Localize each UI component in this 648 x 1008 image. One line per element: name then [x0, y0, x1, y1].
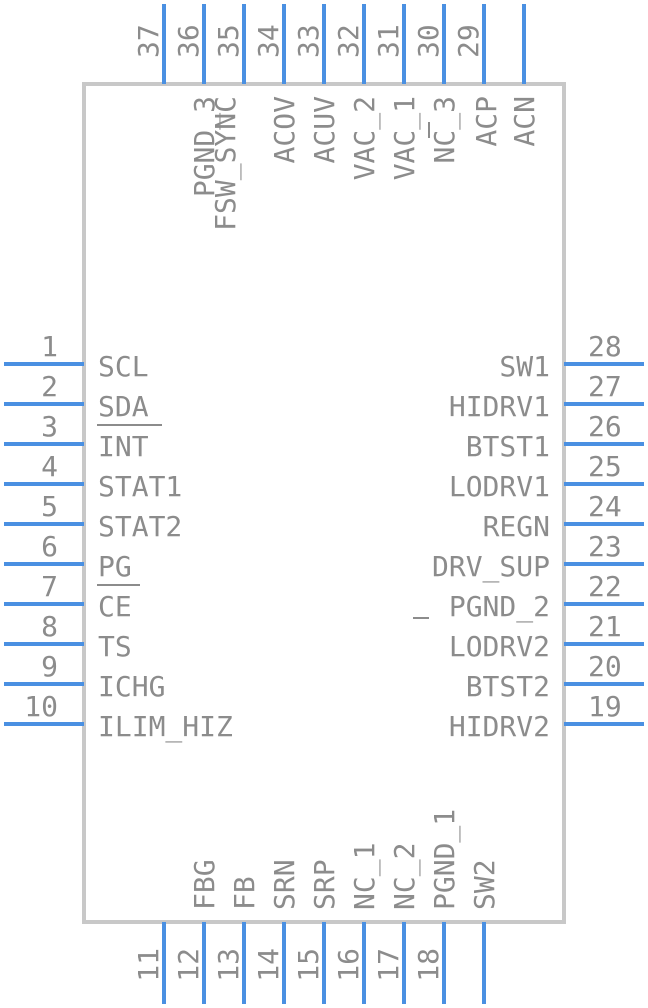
- pin-18-number: 18: [412, 948, 445, 982]
- pin-25-number: 25: [588, 450, 622, 483]
- pin-30-name: NC_3: [428, 96, 462, 163]
- pin-28-name: SW1: [499, 350, 550, 383]
- pin-32-number: 32: [332, 24, 365, 58]
- pin-31-name: VAC_1: [388, 96, 422, 180]
- pin-14-name: SRN: [268, 859, 301, 910]
- pin-24-name: REGN: [483, 510, 550, 543]
- pin-30-number: 30: [412, 24, 445, 58]
- pin-17-name: NC_2: [388, 843, 422, 910]
- pin-8-number: 8: [41, 610, 58, 643]
- pin-23-number: 23: [588, 530, 622, 563]
- pin-6-name: PG: [98, 550, 132, 583]
- pin-35-number: 35: [212, 24, 245, 58]
- pin-23-name: DRV_SUP: [432, 550, 550, 584]
- pin-24-number: 24: [588, 490, 622, 523]
- pin-7-name: CE: [98, 590, 132, 623]
- pin-26-number: 26: [588, 410, 622, 443]
- pin-37-number: 37: [132, 24, 165, 58]
- pin-34-number: 34: [252, 24, 285, 58]
- pin-5-name: STAT2: [98, 510, 182, 543]
- pin-22-number: 22: [588, 570, 622, 603]
- pin-21-number: 21: [588, 610, 622, 643]
- pin-27-name: HIDRV1: [449, 390, 550, 423]
- pin-3-name: INT: [98, 430, 149, 463]
- pin-4-number: 4: [41, 450, 58, 483]
- pin-15-number: 15: [292, 948, 325, 982]
- pin-13-number: 13: [212, 948, 245, 982]
- pin-27-number: 27: [588, 370, 622, 403]
- pin-12-name: FBG: [188, 859, 221, 910]
- pin-34-name: ACOV: [268, 96, 301, 164]
- pin-14-number: 14: [252, 948, 285, 982]
- pin-31-number: 31: [372, 24, 405, 58]
- pin-16-name: NC_1: [348, 843, 382, 910]
- pin-10-number: 10: [24, 690, 58, 723]
- pin-29-name: ACP: [470, 96, 503, 147]
- pin-20-number: 20: [588, 650, 622, 683]
- pin-21-name: LODRV2: [449, 630, 550, 663]
- pin-28-number: 28: [588, 330, 622, 363]
- pin-16-number: 16: [332, 948, 365, 982]
- pin-4-name: STAT1: [98, 470, 182, 503]
- pin-6-number: 6: [41, 530, 58, 563]
- pin-top-9-name: ACN: [508, 96, 541, 147]
- pin-13-name: FB: [228, 876, 261, 910]
- pin-18-name: PGND_1: [428, 809, 462, 910]
- pin-36-number: 36: [172, 24, 205, 58]
- pin-3-number: 3: [41, 410, 58, 443]
- pin-29-number: 29: [452, 24, 485, 58]
- ic-body: [82, 82, 566, 924]
- pin-36-name: PGND_3: [188, 96, 222, 197]
- pin-8-name: TS: [98, 630, 132, 663]
- pin-22-name: PGND_2: [449, 590, 550, 624]
- pin-32-name: VAC_2: [348, 96, 382, 180]
- pin-25-name: LODRV1: [449, 470, 550, 503]
- pin-19-name: HIDRV2: [449, 710, 550, 743]
- pin-26-name: BTST1: [466, 430, 550, 463]
- pin-9-number: 9: [41, 650, 58, 683]
- pin-33-number: 33: [292, 24, 325, 58]
- pin-11-number: 11: [132, 948, 165, 982]
- pin-1-name: SCL: [98, 350, 149, 383]
- pin-15-name: SRP: [308, 859, 341, 910]
- pin-17-number: 17: [372, 948, 405, 982]
- pin-2-number: 2: [41, 370, 58, 403]
- pin-19-number: 19: [588, 690, 622, 723]
- pin-7-number: 7: [41, 570, 58, 603]
- pin-10-name: ILIM_HIZ: [98, 710, 233, 744]
- pin-1-number: 1: [41, 330, 58, 363]
- pin-bottom-8-name: SW2: [468, 859, 501, 910]
- pin-12-number: 12: [172, 948, 205, 982]
- pin-20-name: BTST2: [466, 670, 550, 703]
- pin-35-name: FSW_SYNC: [209, 96, 243, 231]
- pin-5-number: 5: [41, 490, 58, 523]
- pin-33-name: ACUV: [308, 96, 341, 164]
- pin-9-name: ICHG: [98, 670, 165, 703]
- pin-2-name: SDA: [98, 390, 149, 423]
